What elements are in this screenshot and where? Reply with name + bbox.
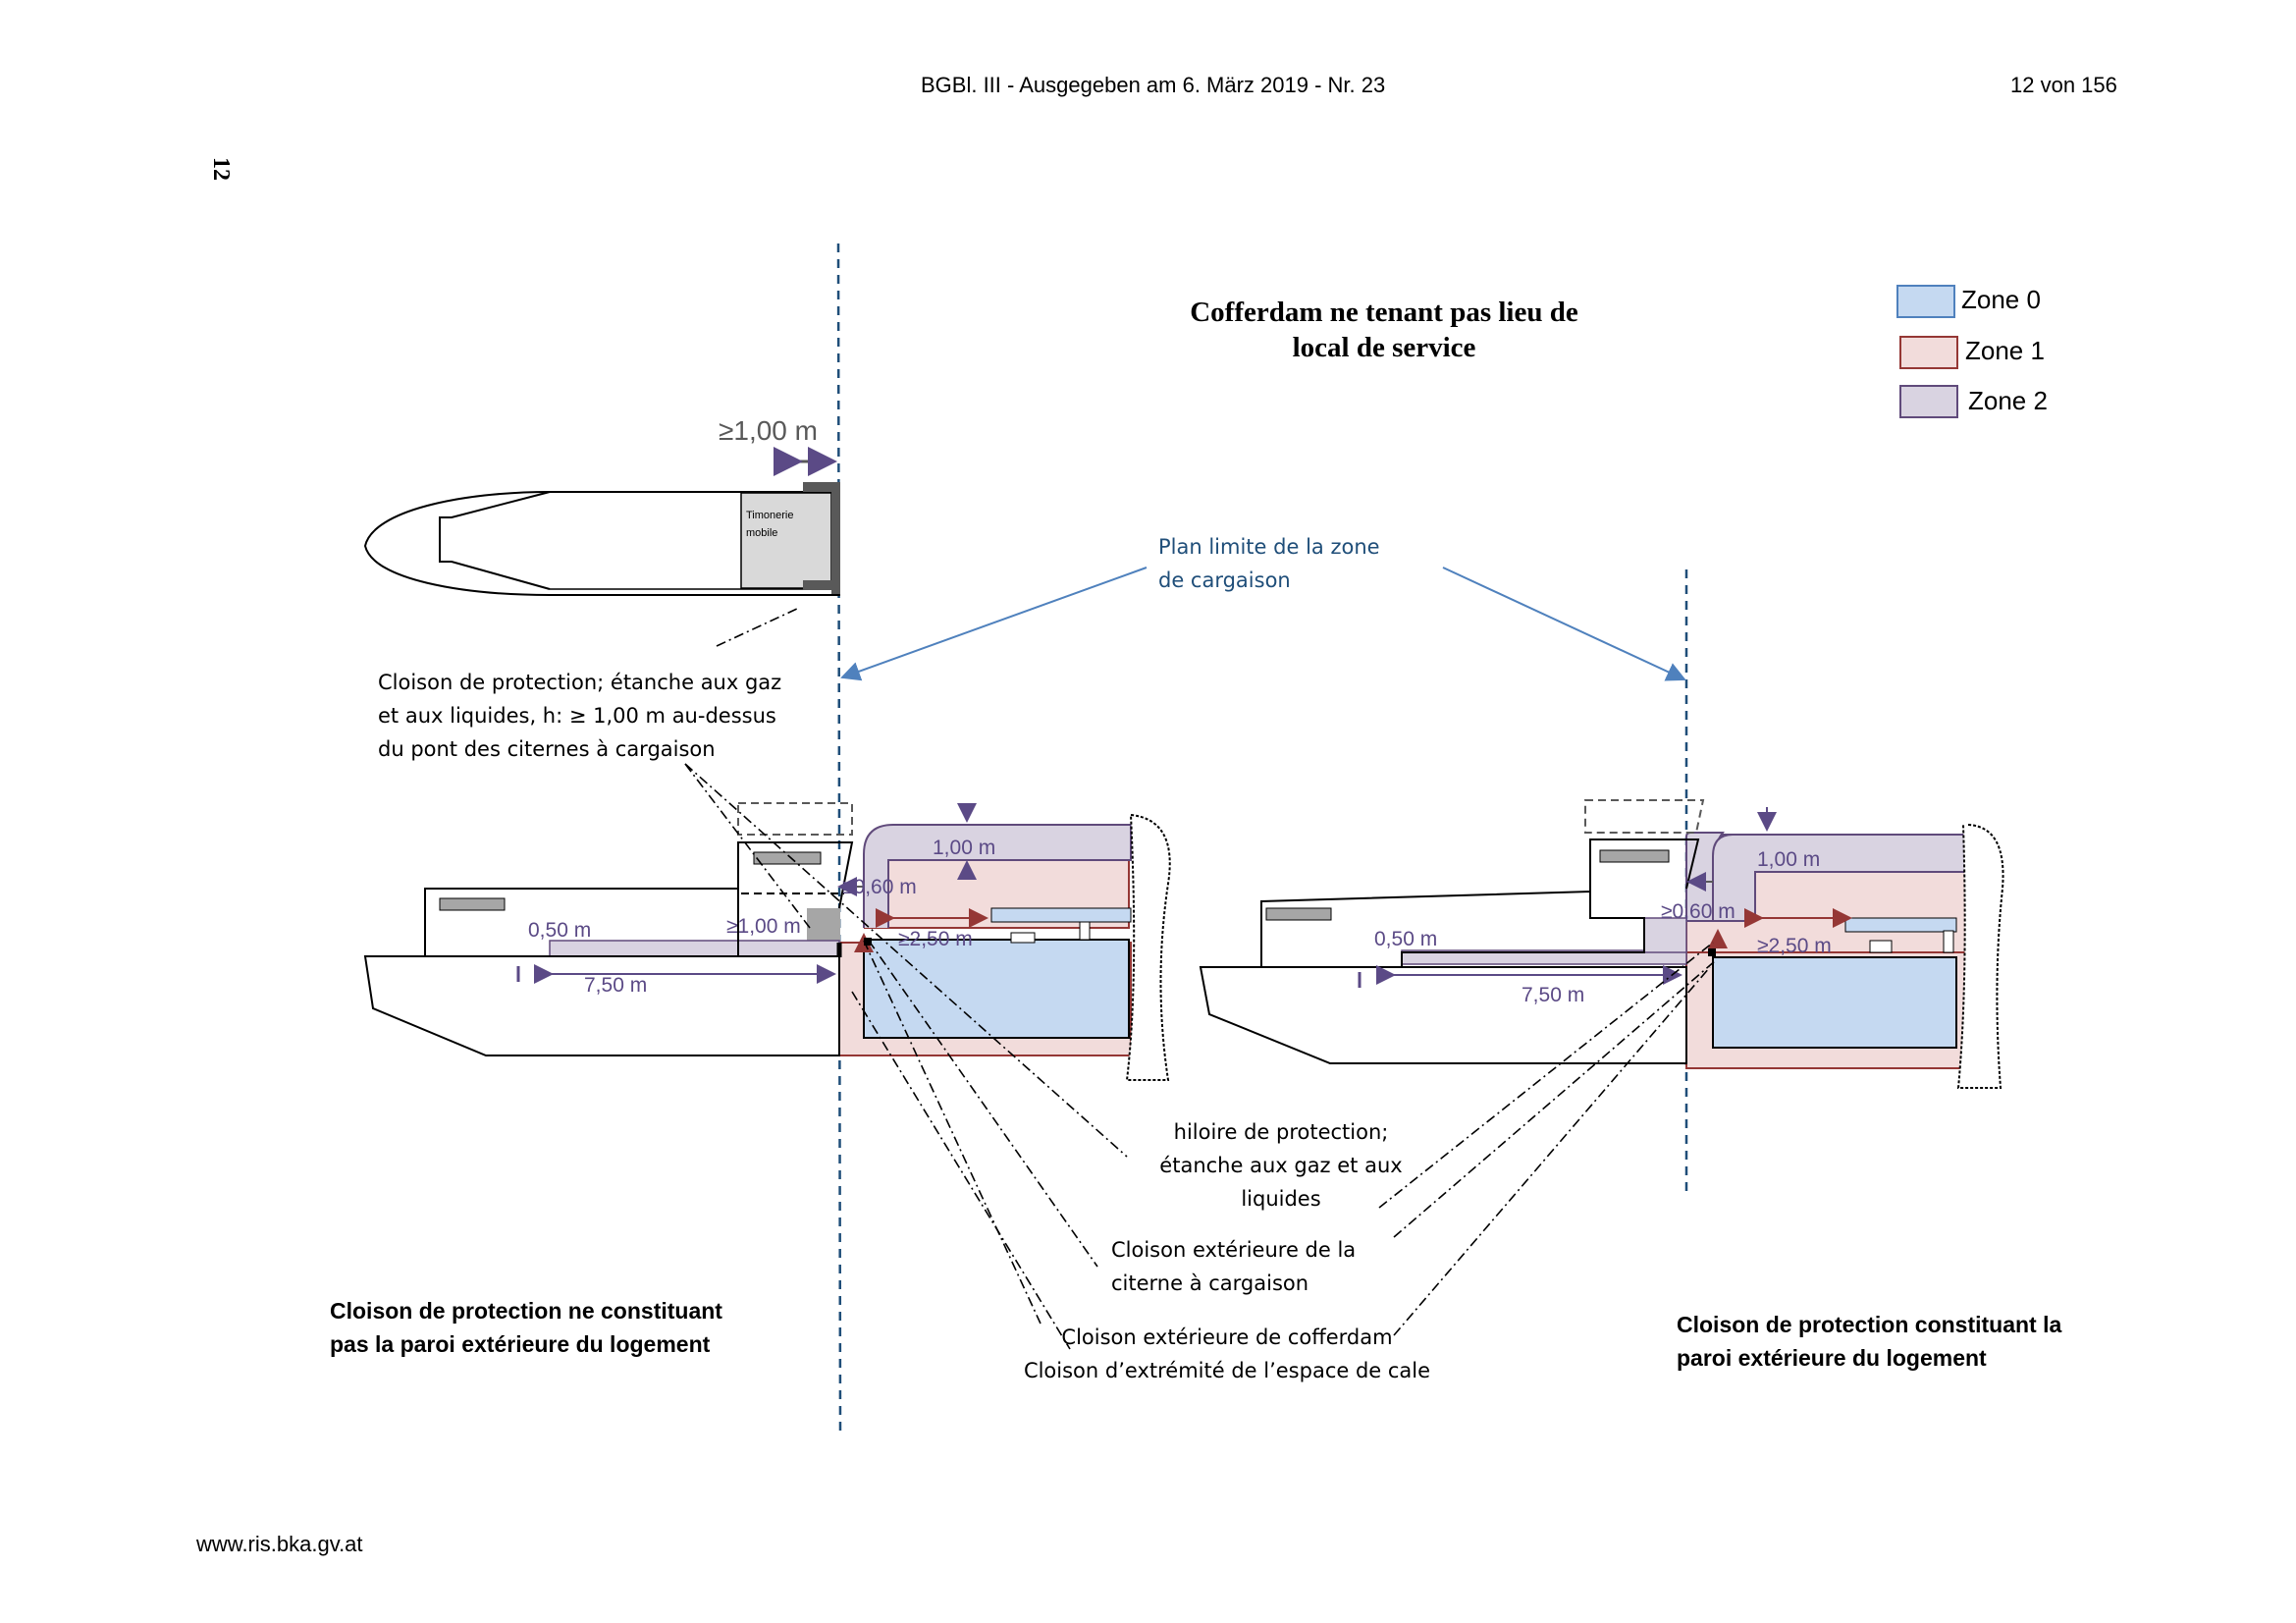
tank-wall-line-2: citerne à cargaison	[1111, 1271, 1309, 1295]
dim-left-750: 7,50 m	[584, 974, 647, 997]
title-line-2: local de service	[1292, 332, 1476, 363]
right-caption-line-1: Cloison de protection constituant la	[1677, 1312, 2062, 1337]
dim-left-250: ≥2,50 m	[898, 928, 973, 950]
protection-bulkhead-line-1: Cloison de protection; étanche aux gaz	[378, 671, 782, 694]
wheelhouse-label-1: Timonerie	[746, 510, 794, 521]
top-dimension-label: ≥1,00 m	[719, 415, 818, 446]
wheelhouse-label-2: mobile	[746, 527, 777, 539]
cofferdam-wall-label: Cloison extérieure de cofferdam Cloison …	[1001, 1321, 1453, 1387]
legend-swatch-zone0	[1896, 285, 1955, 318]
left-caption-line-2: pas la paroi extérieure du logement	[330, 1331, 711, 1357]
legend-swatch-zone2	[1899, 385, 1958, 418]
coaming-line-1: hiloire de protection;	[1173, 1120, 1389, 1144]
dim-left-100a: ≥1,00 m	[726, 915, 801, 938]
diagram-title: Cofferdam ne tenant pas lieu de local de…	[1090, 295, 1679, 365]
plan-limit-label: Plan limite de la zone de cargaison	[1158, 530, 1380, 597]
cofferdam-wall-line-2: Cloison d’extrémité de l’espace de cale	[1023, 1359, 1431, 1382]
legend-swatch-zone1	[1899, 336, 1958, 369]
page-counter: 12 von 156	[2010, 73, 2117, 97]
coaming-line-2: étanche aux gaz et aux	[1159, 1154, 1403, 1177]
dim-left-100b: 1,00 m	[933, 837, 995, 859]
right-caption: Cloison de protection constituant la par…	[1677, 1308, 2061, 1375]
legend-label-zone0: Zone 0	[1961, 285, 2041, 314]
tank-wall-line-1: Cloison extérieure de la	[1111, 1238, 1357, 1262]
legend-label-zone1: Zone 1	[1965, 336, 2045, 365]
dim-right-060: ≥0,60 m	[1661, 900, 1735, 923]
legend-label-zone2: Zone 2	[1968, 386, 2048, 415]
dim-right-050: 0,50 m	[1374, 928, 1437, 950]
left-caption-line-1: Cloison de protection ne constituant	[330, 1298, 722, 1324]
dim-right-100b: 1,00 m	[1757, 848, 1820, 871]
cofferdam-wall-line-1: Cloison extérieure de cofferdam	[1061, 1325, 1393, 1349]
protection-bulkhead-line-3: du pont des citernes à cargaison	[378, 737, 716, 761]
right-caption-line-2: paroi extérieure du logement	[1677, 1345, 1987, 1371]
title-line-1: Cofferdam ne tenant pas lieu de	[1190, 297, 1578, 328]
protection-bulkhead-label: Cloison de protection; étanche aux gaz e…	[378, 666, 781, 766]
coaming-line-3: liquides	[1241, 1187, 1321, 1211]
dim-right-750: 7,50 m	[1522, 984, 1584, 1006]
footer-url: www.ris.bka.gv.at	[196, 1532, 363, 1556]
tank-wall-label: Cloison extérieure de la citerne à carga…	[1111, 1233, 1356, 1300]
left-caption: Cloison de protection ne constituant pas…	[330, 1294, 722, 1361]
protection-bulkhead-line-2: et aux liquides, h: ≥ 1,00 m au-dessus	[378, 704, 776, 728]
plan-limit-line-1: Plan limite de la zone	[1158, 535, 1380, 559]
publication-header: BGBl. III - Ausgegeben am 6. März 2019 -…	[921, 73, 1386, 97]
dim-left-060: ≥0,60 m	[842, 876, 917, 898]
dim-left-050: 0,50 m	[528, 919, 591, 942]
plan-limit-line-2: de cargaison	[1158, 568, 1291, 592]
coaming-label: hiloire de protection; étanche aux gaz e…	[1119, 1115, 1443, 1216]
dim-right-250: ≥2,50 m	[1757, 935, 1832, 957]
